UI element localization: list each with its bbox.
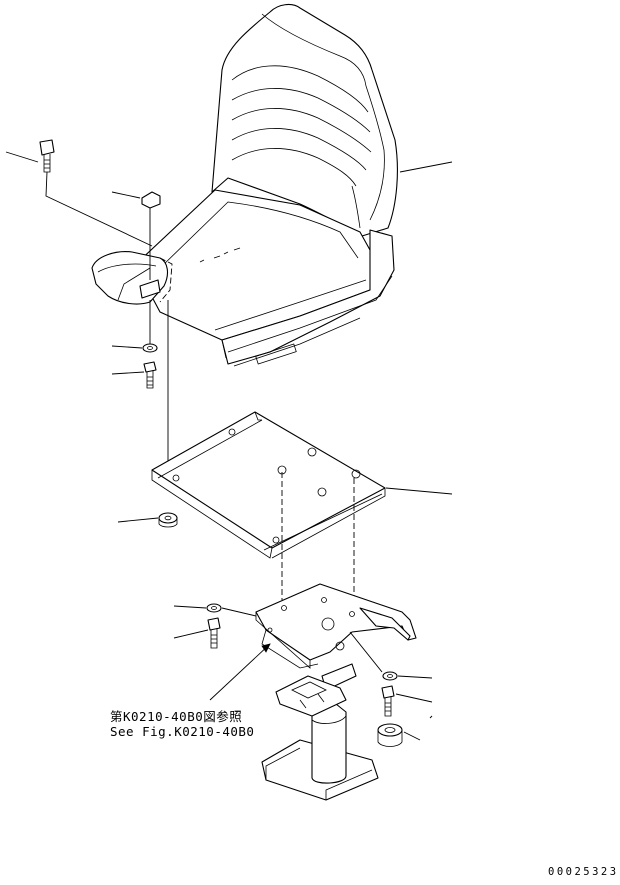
rubber-damper — [377, 723, 403, 747]
washer-right — [382, 671, 398, 681]
seat-assembly — [91, 3, 398, 367]
drawing-code: 00025323 — [548, 866, 619, 878]
flange-nut — [158, 512, 178, 528]
clip-nut — [141, 191, 161, 280]
washer-upper — [142, 343, 158, 353]
bolt-left — [207, 617, 221, 649]
reference-note-en: See Fig.K0210-40B0 — [110, 724, 255, 739]
reference-note-jp: 第K0210-40B0図参照 — [110, 709, 243, 724]
bolt-right — [381, 685, 395, 717]
armrest-bolt — [39, 139, 153, 247]
seat-pedestal — [261, 675, 379, 801]
washer-left — [206, 603, 222, 613]
seat-bracket — [255, 583, 417, 691]
bolt-upper — [143, 361, 157, 389]
mounting-plate — [151, 411, 386, 559]
